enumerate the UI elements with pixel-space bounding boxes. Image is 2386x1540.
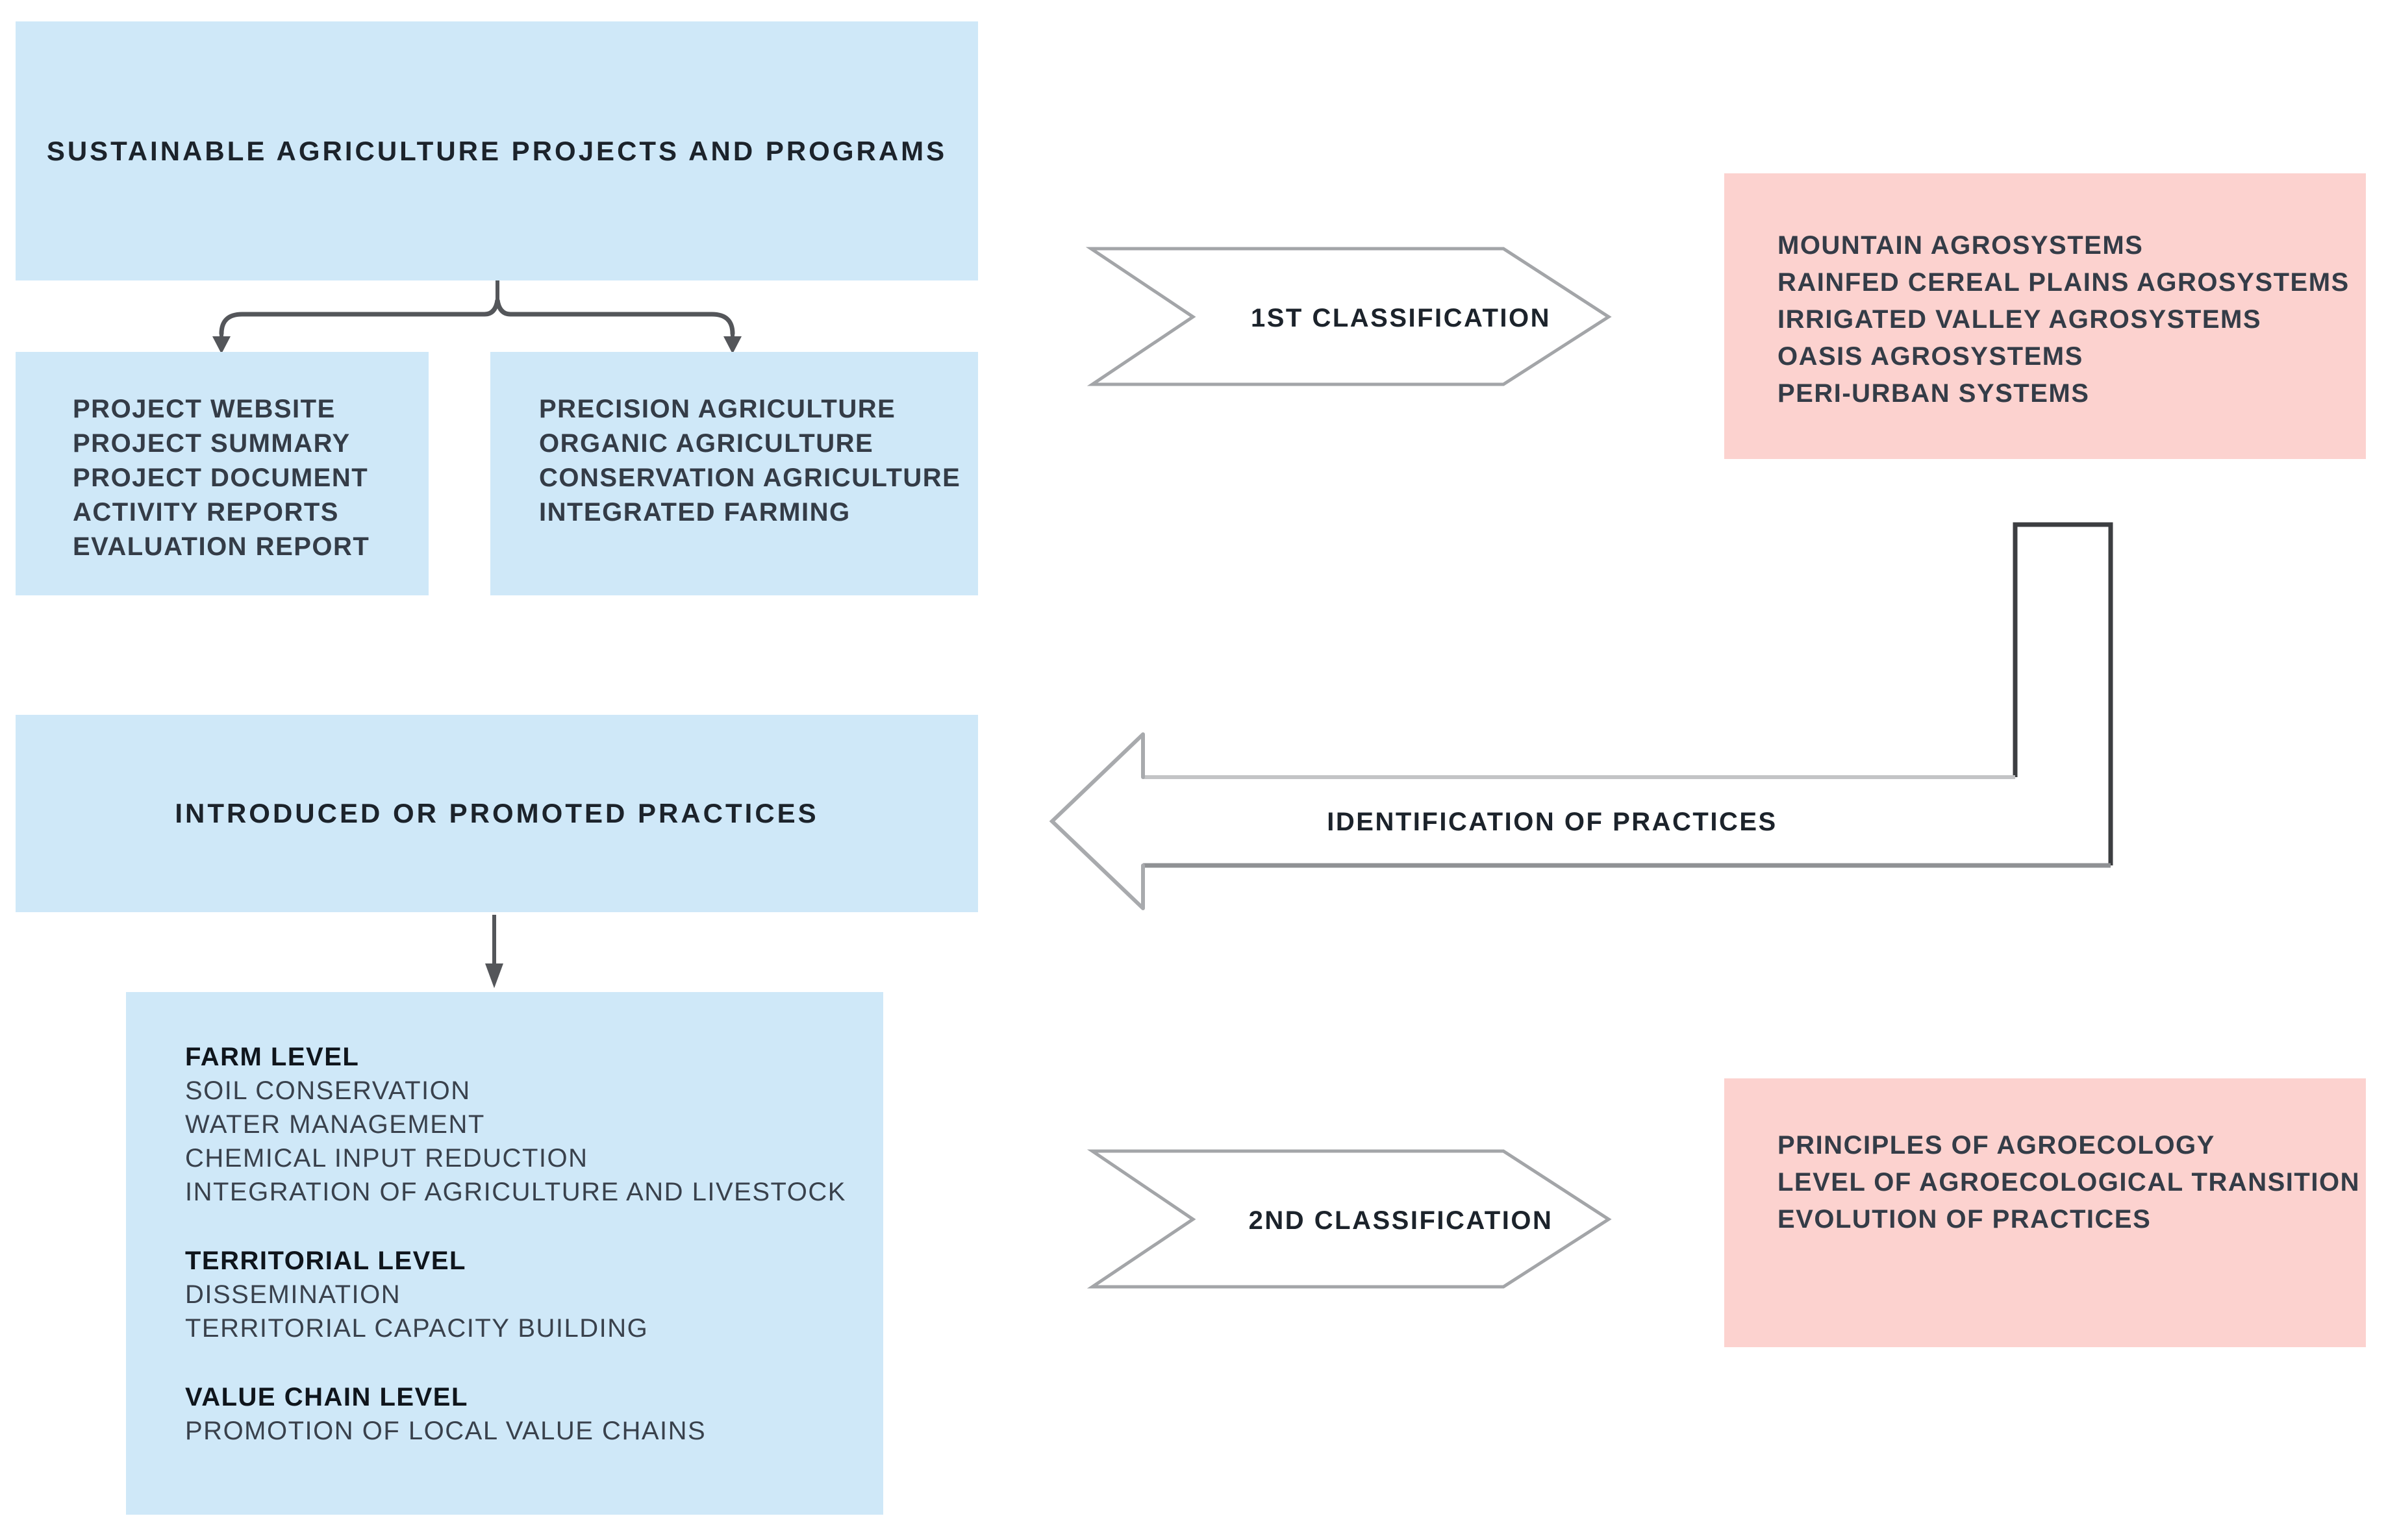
list-item: PROMOTION OF LOCAL VALUE CHAINS <box>185 1417 707 1445</box>
list-item: CONSERVATION AGRICULTURE <box>539 464 961 492</box>
box-sustainable-projects: SUSTAINABLE AGRICULTURE PROJECTS AND PRO… <box>16 21 978 280</box>
list-item: LEVEL OF AGROECOLOGICAL TRANSITION <box>1777 1168 2360 1197</box>
left-arrowhead <box>1049 732 1145 910</box>
down-arrowhead-right <box>723 336 742 354</box>
list-item: PERI-URBAN SYSTEMS <box>1777 379 2090 408</box>
chevron-2nd-classification-label: 2ND CLASSIFICATION <box>1193 1193 1609 1248</box>
chevron-2nd-classification <box>1086 1149 1612 1289</box>
box-practice-types: PRECISION AGRICULTURE ORGANIC AGRICULTUR… <box>490 352 978 595</box>
list-item: INTEGRATED FARMING <box>539 498 851 527</box>
list-item: DISSEMINATION <box>185 1280 401 1309</box>
box-project-documents: PROJECT WEBSITE PROJECT SUMMARY PROJECT … <box>16 352 429 595</box>
list-item: EVALUATION REPORT <box>73 532 370 561</box>
down-arrow-connector <box>485 915 503 988</box>
list-item: SOIL CONSERVATION <box>185 1076 471 1105</box>
group-header: VALUE CHAIN LEVEL <box>185 1383 468 1411</box>
group-header: TERRITORIAL LEVEL <box>185 1247 466 1275</box>
list-item: INTEGRATION OF AGRICULTURE AND LIVESTOCK <box>185 1178 846 1206</box>
identification-arrow-text: IDENTIFICATION OF PRACTICES <box>1327 807 1777 836</box>
chevron-1st-classification <box>1085 247 1612 386</box>
list-item: WATER MANAGEMENT <box>185 1110 485 1139</box>
list-item: CHEMICAL INPUT REDUCTION <box>185 1144 588 1173</box>
list-item: ACTIVITY REPORTS <box>73 498 339 527</box>
list-item: PROJECT WEBSITE <box>73 395 336 423</box>
list-item: PRECISION AGRICULTURE <box>539 395 896 423</box>
list-item: EVOLUTION OF PRACTICES <box>1777 1205 2152 1234</box>
list-item: PROJECT SUMMARY <box>73 429 351 458</box>
chevron-2nd-classification-text: 2ND CLASSIFICATION <box>1248 1206 1553 1235</box>
chevron-1st-classification-label: 1ST CLASSIFICATION <box>1193 291 1609 345</box>
identification-arrow-label: IDENTIFICATION OF PRACTICES <box>1162 795 1942 849</box>
box-agrosystems: MOUNTAIN AGROSYSTEMS RAINFED CEREAL PLAI… <box>1724 173 2366 459</box>
box-classification-criteria: PRINCIPLES OF AGROECOLOGY LEVEL OF AGROE… <box>1724 1078 2366 1347</box>
box-intervention-levels: FARM LEVEL SOIL CONSERVATION WATER MANAG… <box>126 992 883 1515</box>
split-brace-connector <box>212 280 742 354</box>
box-introduced-practices-title: INTRODUCED OR PROMOTED PRACTICES <box>175 798 819 828</box>
list-item: TERRITORIAL CAPACITY BUILDING <box>185 1314 649 1343</box>
group-header: FARM LEVEL <box>185 1043 360 1071</box>
list-item: PRINCIPLES OF AGROECOLOGY <box>1777 1131 2215 1160</box>
identification-connector <box>1049 522 2113 910</box>
down-arrowhead-left <box>212 336 231 354</box>
list-item: RAINFED CEREAL PLAINS AGROSYSTEMS <box>1777 268 2350 297</box>
list-item: MOUNTAIN AGROSYSTEMS <box>1777 231 2144 260</box>
list-item: PROJECT DOCUMENT <box>73 464 369 492</box>
list-item: OASIS AGROSYSTEMS <box>1777 342 2083 371</box>
down-arrowhead-mid <box>485 963 503 988</box>
box-introduced-practices: INTRODUCED OR PROMOTED PRACTICES <box>16 715 978 912</box>
chevron-1st-classification-text: 1ST CLASSIFICATION <box>1250 303 1551 332</box>
list-item: ORGANIC AGRICULTURE <box>539 429 874 458</box>
list-item: IRRIGATED VALLEY AGROSYSTEMS <box>1777 305 2262 334</box>
box-sustainable-projects-title: SUSTAINABLE AGRICULTURE PROJECTS AND PRO… <box>46 135 948 166</box>
